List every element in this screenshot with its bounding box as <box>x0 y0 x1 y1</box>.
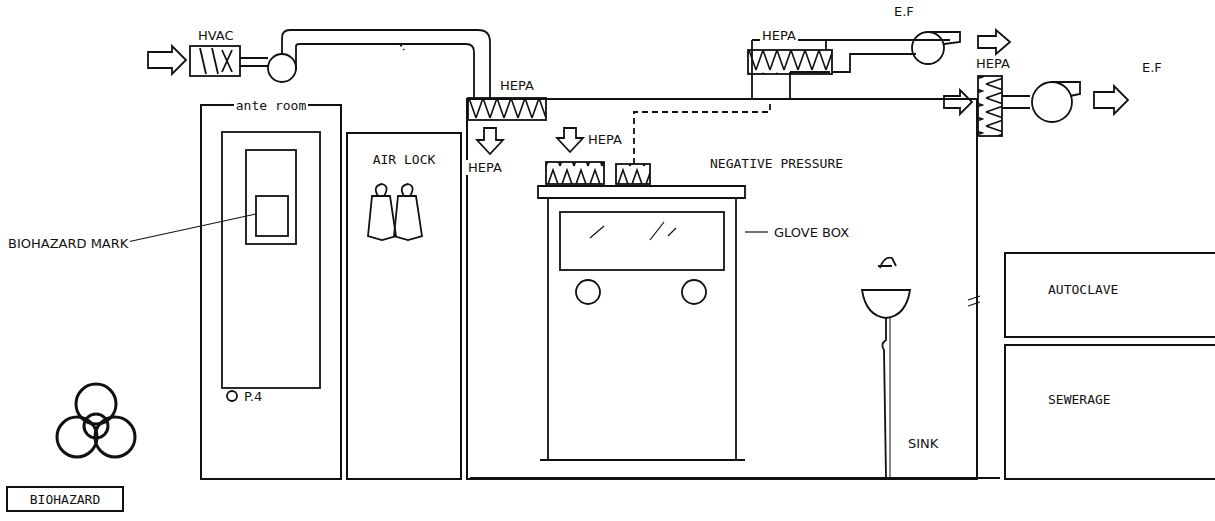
component-label: SINK <box>906 436 940 451</box>
node-text: BIOHAZARD <box>28 492 102 507</box>
node-text: NEGATIVE PRESSURE <box>708 156 845 171</box>
sewerage-box: SEWERAGE <box>1004 344 1215 480</box>
biohazard-box: BIOHAZARD <box>6 486 124 512</box>
node-text: ante room <box>234 98 308 113</box>
filter-label: HEPA <box>586 132 624 147</box>
air-lock: AIR LOCK <box>346 132 462 480</box>
autoclave-box: AUTOCLAVE <box>1004 252 1215 338</box>
component-label: HVAC <box>196 28 236 43</box>
level-label: P.4 <box>242 389 264 404</box>
ante-room: ante room <box>200 104 342 480</box>
callout-label: BIOHAZARD MARK <box>6 236 130 251</box>
fan-label: E.F <box>892 4 916 19</box>
filter-label: HEPA <box>760 28 798 43</box>
node-text: AUTOCLAVE <box>1046 282 1120 297</box>
filter-label: HEPA <box>466 160 504 175</box>
node-text: AIR LOCK <box>371 152 438 167</box>
filter-label: HEPA <box>974 56 1012 71</box>
lab-room: NEGATIVE PRESSURE <box>466 98 978 480</box>
filter-label: HEPA <box>498 78 536 93</box>
fan-label: E.F <box>1140 60 1164 75</box>
component-label: GLOVE BOX <box>772 225 851 240</box>
node-text: SEWERAGE <box>1046 392 1113 407</box>
